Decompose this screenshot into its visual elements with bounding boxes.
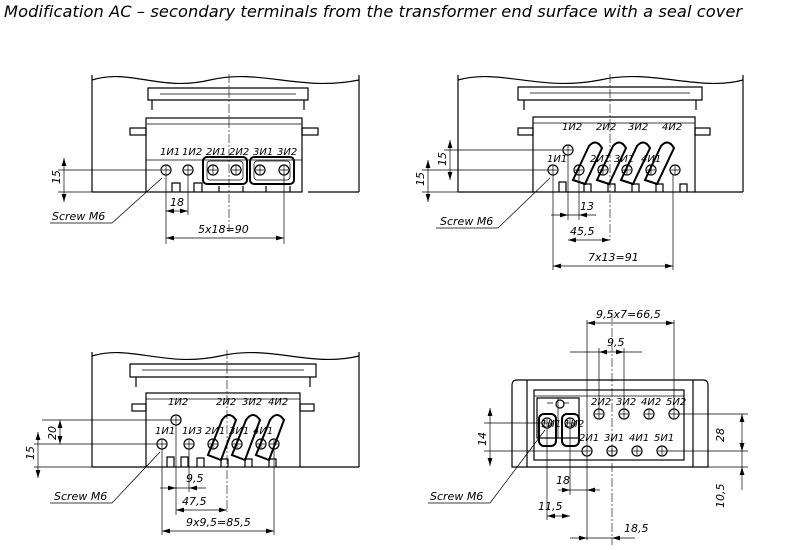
screw-label: Screw M6: [440, 215, 493, 228]
terminal-label: 3И1: [614, 154, 634, 165]
terminal-label: 2И2: [596, 122, 616, 133]
screw-label: Screw M6: [54, 490, 107, 503]
terminal-labels: 1И2 2И2 3И2 4И2 1И1 1И3 2И1 3И1 4И1: [155, 397, 288, 437]
dim-offset: 45,5: [570, 225, 595, 238]
dimensions: 9,5x7=66,5 9,5 14 28 10,5 18 11,5: [476, 308, 748, 540]
dim-height-inner: 20: [46, 426, 59, 440]
seal-cover: [147, 87, 309, 110]
screw-callout: Screw M6: [428, 429, 546, 504]
screw-callout: Screw M6: [50, 451, 161, 504]
terminal-label: 1И2: [182, 147, 202, 158]
terminal-block: [533, 389, 685, 461]
terminal-label: 2И2: [591, 397, 611, 408]
dimensions: 15 18 5x18=90: [50, 158, 285, 244]
screw-label: Screw M6: [430, 490, 483, 503]
terminal-label: 2И1: [590, 154, 610, 165]
terminal-label: 1И3: [182, 426, 202, 437]
terminal-labels: 1И2 2И2 3И2 4И2 1И1 2И1 3И1 4И1: [547, 122, 682, 165]
terminal-label: 4И2: [662, 122, 682, 133]
terminal-labels: 1И1 1И2 2И1 2И2 3И1 3И2: [160, 147, 297, 158]
terminal-label: 3И1: [253, 147, 273, 158]
terminal-label: 4И1: [641, 154, 661, 165]
dim-height-right: 28: [714, 428, 727, 442]
seal-cover: [129, 363, 317, 387]
terminal-label: 4И2: [268, 397, 288, 408]
dim-height-left: 14: [476, 432, 489, 446]
terminal-screws: [160, 164, 290, 176]
terminal-label: 2И1: [206, 147, 226, 158]
terminal-label: 1И2: [564, 419, 584, 430]
view-bottom-right: 1И1 1И2 2И2 3И2 4И2 5И2 2И1 3И1 4И1 5И1 …: [428, 308, 748, 545]
terminal-label: 1И1: [547, 154, 567, 165]
dim-height-outer: 15: [24, 446, 37, 460]
terminal-label: 3И1: [229, 426, 249, 437]
links: [571, 141, 676, 186]
dim-pitch: 9,5: [186, 472, 204, 485]
view-top-left: 1И1 1И2 2И1 2И2 3И1 3И2 15 18 5x18=90 Sc…: [50, 74, 360, 244]
links: [206, 414, 286, 462]
dim-total: 9x9,5=85,5: [186, 516, 251, 529]
terminal-block: [517, 116, 711, 193]
terminal-block: [131, 392, 315, 468]
terminal-label: 1И2: [168, 397, 188, 408]
terminal-label: 5И2: [666, 397, 686, 408]
terminal-label: 4И1: [629, 433, 649, 444]
dim-pitch: 13: [580, 200, 594, 213]
terminal-block: [129, 117, 319, 193]
terminal-label: 5И1: [654, 433, 674, 444]
dim-pitch: 18: [170, 196, 184, 209]
terminal-labels: 1И1 1И2 2И2 3И2 4И2 5И2 2И1 3И1 4И1 5И1: [541, 397, 686, 444]
dim-height: 15: [50, 170, 63, 184]
dim-18: 18: [556, 474, 570, 487]
view-top-right: 1И2 2И2 3И2 4И2 1И1 2И1 3И1 4И1 15 15 13…: [414, 74, 744, 270]
links: [202, 156, 295, 185]
terminal-label: 3И2: [242, 397, 262, 408]
terminal-screws: [547, 144, 681, 176]
dim-height-outer: 15: [414, 172, 427, 186]
view-bottom-left: 1И2 2И2 3И2 4И2 1И1 1И3 2И1 3И1 4И1 15 2…: [24, 350, 360, 535]
screw-callout: Screw M6: [50, 177, 163, 224]
terminal-label: 1И1: [160, 147, 180, 158]
terminal-slots: [558, 181, 688, 192]
terminal-label: 3И2: [628, 122, 648, 133]
terminal-label: 1И1: [155, 426, 175, 437]
terminal-label: 4И2: [641, 397, 661, 408]
terminal-label: 2И2: [229, 147, 249, 158]
terminal-label: 1И2: [562, 122, 582, 133]
terminal-label: 2И1: [579, 433, 599, 444]
dim-pitch: 9,5: [607, 336, 625, 349]
terminal-label: 3И1: [604, 433, 624, 444]
screw-label: Screw M6: [52, 210, 105, 223]
dim-total: 9,5x7=66,5: [596, 308, 661, 321]
dim-total: 7x13=91: [588, 251, 639, 264]
terminal-label: 3И2: [616, 397, 636, 408]
dim-height-inner: 15: [436, 152, 449, 166]
dim-total: 5x18=90: [198, 223, 249, 236]
terminal-slots: [171, 182, 291, 192]
terminal-label: 2И1: [205, 426, 225, 437]
dim-11-5: 11,5: [538, 500, 563, 513]
terminal-slots: [166, 456, 277, 467]
transformer-body: [511, 379, 709, 468]
terminal-label: 4И1: [253, 426, 273, 437]
dimensions: 15 20 9,5 47,5 9x9,5=85,5: [24, 419, 275, 535]
dim-10-5: 10,5: [714, 484, 727, 509]
transformer-body: [91, 75, 360, 193]
terminal-label: 2И2: [216, 397, 236, 408]
page-title: Modification AC – secondary terminals fr…: [4, 2, 743, 21]
screw-callout: Screw M6: [436, 177, 551, 229]
terminal-label: 1И1: [541, 419, 561, 430]
dimensions: 15 15 13 45,5 7x13=91: [414, 140, 674, 270]
dim-offset: 47,5: [182, 495, 207, 508]
dim-18-5: 18,5: [624, 522, 649, 535]
terminal-label: 3И2: [277, 147, 297, 158]
